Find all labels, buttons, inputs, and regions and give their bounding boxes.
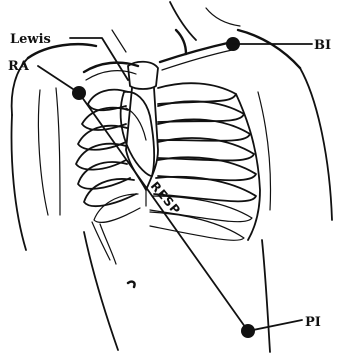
lewis-lead-line xyxy=(79,93,248,331)
ra-label: RA xyxy=(8,59,30,74)
pi-label: PI xyxy=(305,315,321,330)
ra-pointer-line xyxy=(38,66,79,93)
labels: Lewis RA BI PI RESP xyxy=(8,32,331,330)
lewis-label: Lewis xyxy=(10,32,51,47)
pi-pointer-line xyxy=(248,320,302,331)
bi-label: BI xyxy=(314,38,331,53)
lewis-tick xyxy=(112,30,126,52)
